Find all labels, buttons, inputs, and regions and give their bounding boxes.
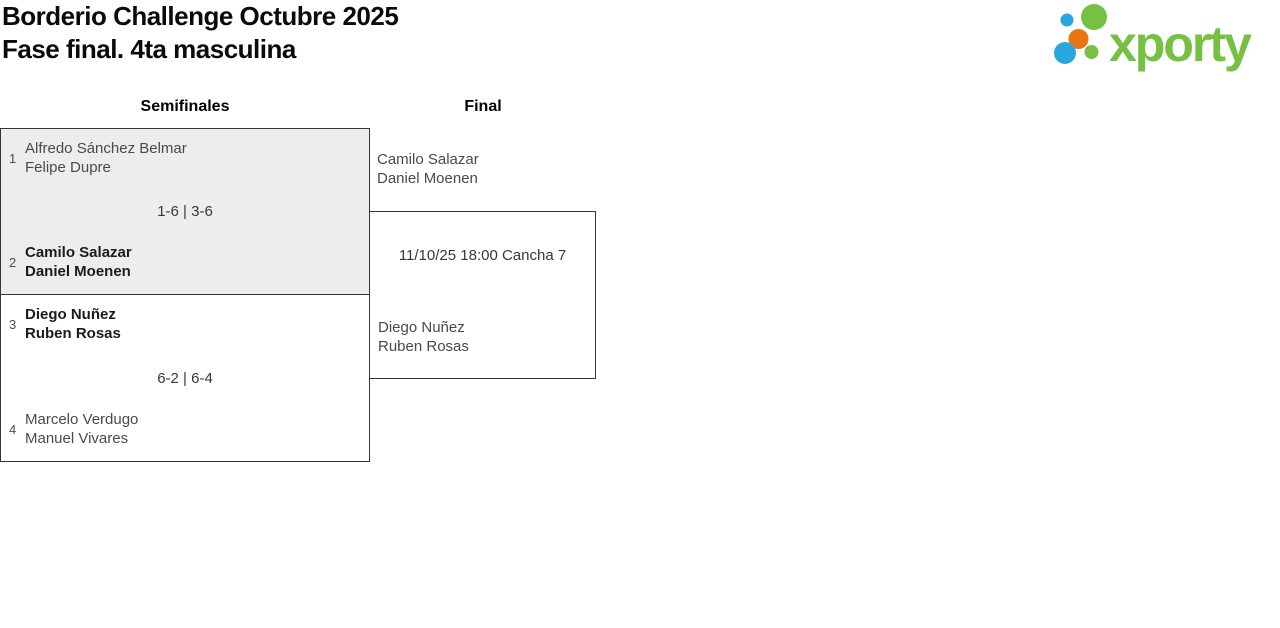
- team: Diego Nuñez Ruben Rosas: [23, 305, 121, 343]
- logo-wordmark: xporty: [1109, 16, 1252, 72]
- team: Alfredo Sánchez Belmar Felipe Dupre: [23, 139, 187, 177]
- player-name: Felipe Dupre: [25, 159, 111, 176]
- tournament-title: Borderio Challenge Octubre 2025: [2, 1, 399, 31]
- player-name: Marcelo Verdugo: [25, 411, 139, 428]
- match-schedule: 11/10/25 18:00 Cancha 7: [398, 247, 567, 264]
- player-name: Daniel Moenen: [377, 170, 478, 187]
- team: Camilo Salazar Daniel Moenen: [23, 243, 132, 281]
- xporty-logo-graphic: xporty: [1054, 4, 1254, 72]
- player-name: Ruben Rosas: [378, 338, 469, 355]
- player-name: Manuel Vivares: [25, 430, 129, 447]
- seed-number: 3: [9, 316, 17, 332]
- match-score: 6-2 | 6-4: [157, 369, 213, 387]
- team: Marcelo Verdugo Manuel Vivares: [23, 410, 138, 448]
- match-final: 11/10/25 18:00 Cancha 7 Diego Nuñez Rube…: [369, 211, 596, 379]
- player-name: Diego Nuñez: [25, 306, 116, 323]
- logo-dots-icon: [1054, 4, 1107, 64]
- seed-number: 1: [9, 150, 17, 166]
- team-entry: 4 Marcelo Verdugo Manuel Vivares: [1, 400, 369, 461]
- header: Borderio Challenge Octubre 2025 Fase fin…: [2, 0, 399, 66]
- category-subtitle: Fase final. 4ta masculina: [2, 34, 296, 64]
- match-semifinal-1: 1 Alfredo Sánchez Belmar Felipe Dupre 1-…: [1, 129, 369, 295]
- seed-number: 4: [9, 421, 17, 437]
- match-semifinal-2: 3 Diego Nuñez Ruben Rosas 6-2 | 6-4 4 Ma…: [1, 295, 369, 461]
- final-team-top: Camilo Salazar Daniel Moenen: [377, 150, 479, 188]
- semifinals-column: 1 Alfredo Sánchez Belmar Felipe Dupre 1-…: [0, 128, 370, 462]
- team-entry: 2 Camilo Salazar Daniel Moenen: [1, 233, 369, 294]
- player-name: Camilo Salazar: [377, 151, 479, 168]
- final-team-bottom: Diego Nuñez Ruben Rosas: [378, 318, 469, 356]
- player-name: Ruben Rosas: [25, 325, 121, 342]
- player-name: Diego Nuñez: [378, 319, 465, 336]
- player-name: Daniel Moenen: [25, 263, 131, 280]
- match-score: 1-6 | 3-6: [157, 203, 213, 220]
- team-entry: 3 Diego Nuñez Ruben Rosas: [1, 295, 369, 356]
- round-header-semifinales: Semifinales: [140, 98, 230, 115]
- player-name: Alfredo Sánchez Belmar: [25, 140, 187, 157]
- player-name: Camilo Salazar: [25, 244, 132, 261]
- team-entry: 1 Alfredo Sánchez Belmar Felipe Dupre: [1, 129, 369, 190]
- seed-number: 2: [9, 254, 17, 270]
- xporty-logo[interactable]: xporty: [1045, 0, 1280, 75]
- round-header-final: Final: [464, 98, 502, 115]
